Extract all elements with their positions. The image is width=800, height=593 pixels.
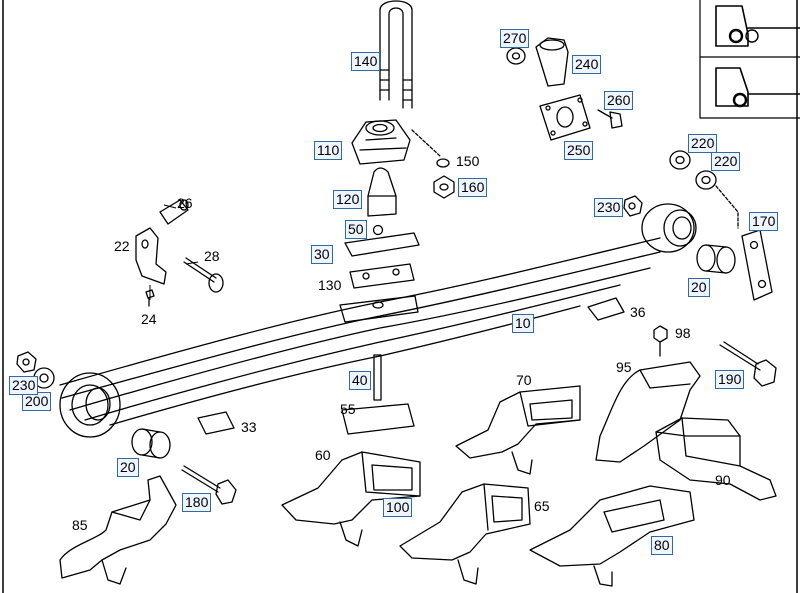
inset-front-axle-view[interactable] [700, 58, 799, 117]
part-label-140[interactable]: 140 [351, 52, 381, 71]
bushing-20-rear [696, 244, 736, 274]
bracket-plate-250 [539, 94, 591, 141]
part-label-100[interactable]: 100 [383, 498, 413, 517]
nut-230-rear [623, 195, 643, 217]
bolt-28 [183, 257, 224, 293]
part-label-110[interactable]: 110 [314, 141, 343, 160]
part-label-70[interactable]: 70 [516, 372, 532, 388]
bracket-60 [281, 451, 421, 547]
part-label-90[interactable]: 90 [715, 472, 731, 488]
part-label-220-upper[interactable]: 220 [688, 134, 718, 153]
part-label-55[interactable]: 55 [340, 401, 356, 417]
part-label-65[interactable]: 65 [534, 498, 550, 514]
part-label-170[interactable]: 170 [749, 212, 779, 231]
part-label-98[interactable]: 98 [675, 325, 691, 341]
part-label-33[interactable]: 33 [241, 419, 257, 435]
nut-150 [411, 129, 450, 168]
saddle-block [351, 119, 411, 165]
pad-36 [587, 297, 625, 321]
pin-26 [159, 199, 189, 225]
part-label-40[interactable]: 40 [349, 371, 371, 390]
part-label-80[interactable]: 80 [651, 536, 673, 555]
part-label-95[interactable]: 95 [616, 359, 632, 375]
bracket-85 [59, 475, 177, 585]
part-label-20-rear[interactable]: 20 [688, 278, 710, 297]
bracket-65 [399, 483, 531, 585]
bolt-98 [653, 325, 668, 357]
bracket-22 [135, 227, 167, 285]
bracket-70 [455, 385, 581, 475]
part-label-160[interactable]: 160 [458, 178, 488, 197]
bushing-20-front [131, 428, 171, 459]
vehicle-inset-drawing [699, 0, 800, 119]
inset-rear-axle-view[interactable] [700, 0, 799, 57]
bracket-80 [529, 485, 695, 587]
part-label-190[interactable]: 190 [715, 370, 745, 389]
part-label-20-front[interactable]: 20 [117, 458, 139, 477]
part-label-200[interactable]: 200 [22, 392, 52, 411]
pad-33 [197, 411, 235, 435]
part-label-150[interactable]: 150 [456, 153, 480, 169]
bolt-260 [597, 109, 623, 129]
plate-30 [344, 232, 420, 257]
part-label-50[interactable]: 50 [345, 220, 367, 239]
bracket-95 [595, 361, 701, 463]
part-label-180[interactable]: 180 [182, 493, 212, 512]
part-label-120[interactable]: 120 [333, 190, 363, 209]
u-bolt [379, 0, 413, 109]
part-label-130[interactable]: 130 [318, 277, 342, 293]
part-label-85[interactable]: 85 [72, 517, 88, 533]
bolt-190 [719, 341, 777, 387]
rubber-buffer-240 [535, 37, 569, 87]
part-label-26[interactable]: 26 [177, 195, 193, 211]
part-label-270[interactable]: 270 [500, 29, 530, 48]
bracket-90 [655, 417, 777, 501]
part-label-240[interactable]: 240 [572, 55, 602, 74]
washer-270 [506, 47, 526, 65]
part-label-230-front[interactable]: 230 [9, 376, 39, 395]
leaf-spring [59, 203, 697, 438]
part-label-230-rear[interactable]: 230 [594, 198, 624, 217]
plate-55 [341, 403, 415, 435]
part-label-220-lower[interactable]: 220 [711, 152, 741, 171]
nut-230-front [16, 351, 37, 373]
nut-50 [372, 224, 384, 236]
plate-130 [349, 263, 415, 289]
shackle-170 [741, 229, 773, 301]
part-label-250[interactable]: 250 [564, 141, 594, 160]
part-label-28[interactable]: 28 [204, 248, 220, 264]
part-label-60[interactable]: 60 [315, 447, 331, 463]
screw-24 [145, 289, 155, 307]
nut-160 [433, 175, 455, 199]
part-label-10[interactable]: 10 [512, 314, 534, 333]
bump-stop [367, 167, 397, 217]
part-label-260[interactable]: 260 [604, 91, 634, 110]
part-label-22[interactable]: 22 [114, 238, 130, 254]
washers-220 [669, 150, 739, 229]
part-label-36[interactable]: 36 [630, 304, 646, 320]
part-label-24[interactable]: 24 [141, 311, 157, 327]
centre-bolt [373, 354, 382, 401]
bolt-180 [181, 465, 237, 505]
part-label-30[interactable]: 30 [311, 245, 333, 264]
